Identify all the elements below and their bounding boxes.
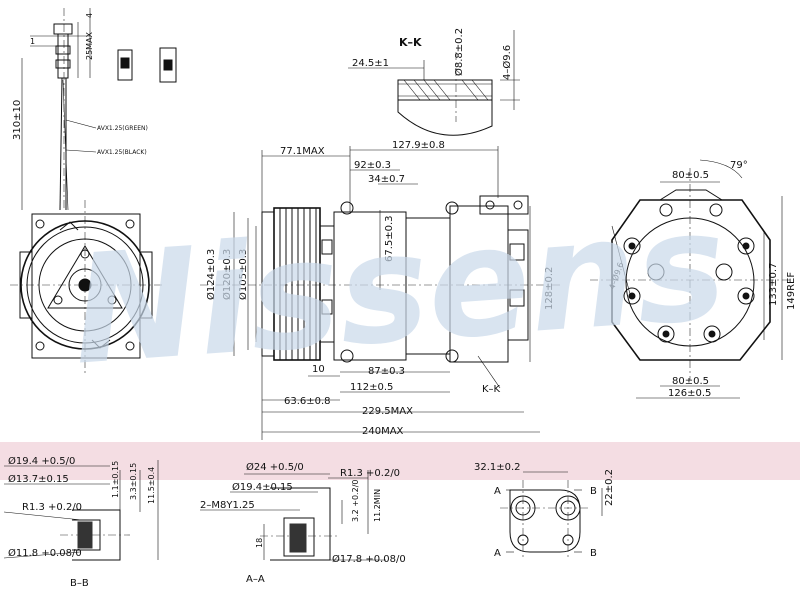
bb-dim-r1-3: R1.3 +0.2/0 [22, 502, 82, 513]
dim-24-5: 24.5±1 [352, 58, 389, 69]
bb-dim-1-1: 1.1±0.15 [111, 461, 120, 498]
section-aa: Ø24 +0.5/0 Ø19.4±0.15 2–M8Y1.25 R1.3 +0.… [200, 461, 406, 585]
port-label-b-bottom: B [590, 548, 597, 559]
dim-10: 10 [312, 364, 325, 375]
dim-4-dia-9-6: 4–Ø9.6 [501, 45, 513, 80]
section-kk-title: K–K [399, 36, 422, 49]
connector-icon [117, 49, 133, 81]
connector-icon [159, 47, 177, 83]
port-label-a-bottom: A [494, 548, 501, 559]
rear-dim-80-bottom: 80±0.5 [672, 376, 709, 387]
dim-67-5: 67.5±0.3 [384, 215, 395, 262]
dim-dia-120: Ø120±0.3 [221, 249, 233, 300]
section-marker-kk: K–K [482, 384, 501, 395]
aa-dim-dia-24: Ø24 +0.5/0 [246, 461, 304, 473]
section-bb-label: B–B [70, 578, 89, 589]
aa-dim-r1-3: R1.3 +0.2/0 [340, 468, 400, 479]
aa-dim-dia-19-4: Ø19.4±0.15 [232, 481, 293, 493]
dim-112: 112±0.5 [350, 382, 393, 393]
dim-87: 87±0.3 [368, 366, 405, 377]
dim-4: 4 [85, 13, 94, 18]
side-view: 77.1MAX 127.9±0.8 92±0.3 34±0.7 67.5±0.3… [200, 140, 560, 440]
dim-310: 310±10 [12, 100, 23, 140]
bb-dim-dia-13-7: Ø13.7±0.15 [8, 473, 69, 485]
dim-240max: 240MAX [362, 426, 404, 437]
bb-dim-11-5: 11.5±0.4 [147, 467, 156, 504]
rear-dim-80-top: 80±0.5 [672, 170, 709, 181]
highlight-band [0, 442, 800, 480]
watermark-logo: Nissens [67, 179, 731, 398]
bb-dim-3-3: 3.3±0.15 [129, 463, 138, 500]
dim-92: 92±0.3 [354, 160, 391, 171]
dim-1: 1 [30, 37, 35, 46]
port-view: 32.1±0.2 22±0.2 A B A B [474, 462, 615, 560]
port-label-b-top: B [590, 486, 597, 497]
dim-dia-8-8: Ø8.8±0.2 [453, 28, 465, 76]
section-bb: Ø19.4 +0.5/0 Ø13.7±0.15 R1.3 +0.2/0 1.1±… [3, 455, 159, 589]
bb-dim-dia-19-4: Ø19.4 +0.5/0 [8, 455, 75, 467]
section-aa-label: A–A [246, 574, 265, 585]
dim-127-9: 127.9±0.8 [392, 140, 445, 151]
dim-25max: 25MAX [85, 31, 94, 60]
port-dim-32-1: 32.1±0.2 [474, 462, 521, 473]
rear-dim-126: 126±0.5 [668, 388, 711, 399]
dim-63-6: 63.6±0.8 [284, 396, 331, 407]
aa-dim-11-2min: 11.2MIN [373, 489, 382, 522]
rear-dim-149ref: 149REF [786, 272, 797, 310]
aa-dim-dia-17-8: Ø17.8 +0.08/0 [332, 553, 406, 565]
front-view [10, 200, 165, 375]
connector-detail: 25MAX 4 1 310±10 AVX1.25(GREEN) AVX1.25(… [12, 8, 177, 211]
section-kk: K–K 24.5±1 Ø8.8±0.2 4–Ø9.6 [348, 28, 520, 136]
aa-dim-3-2: 3.2 +0.2/0 [351, 480, 360, 522]
dim-128: 128±0.2 [544, 267, 555, 310]
aa-dim-18: 18 [255, 538, 264, 548]
dim-229-5max: 229.5MAX [362, 406, 413, 417]
wire-label-black: AVX1.25(BLACK) [97, 149, 147, 156]
dim-34: 34±0.7 [368, 174, 405, 185]
port-label-a-top: A [494, 486, 501, 497]
rear-view: 80±0.5 79° 4–Ø9.6 80±0.5 126±0.5 133±0.7… [590, 159, 797, 399]
wire-label-green: AVX1.25(GREEN) [97, 125, 148, 132]
dim-77-1max: 77.1MAX [280, 146, 325, 157]
dim-dia-124: Ø124±0.3 [205, 249, 217, 300]
aa-dim-2-m8: 2–M8Y1.25 [200, 500, 255, 511]
rear-dim-79-degrees: 79° [730, 160, 748, 171]
rear-dim-133: 133±0.7 [768, 263, 779, 306]
bb-dim-dia-11-8: Ø11.8 +0.08/0 [8, 547, 82, 559]
dim-dia-105: Ø105±0.3 [237, 249, 249, 300]
port-dim-22: 22±0.2 [604, 469, 615, 506]
